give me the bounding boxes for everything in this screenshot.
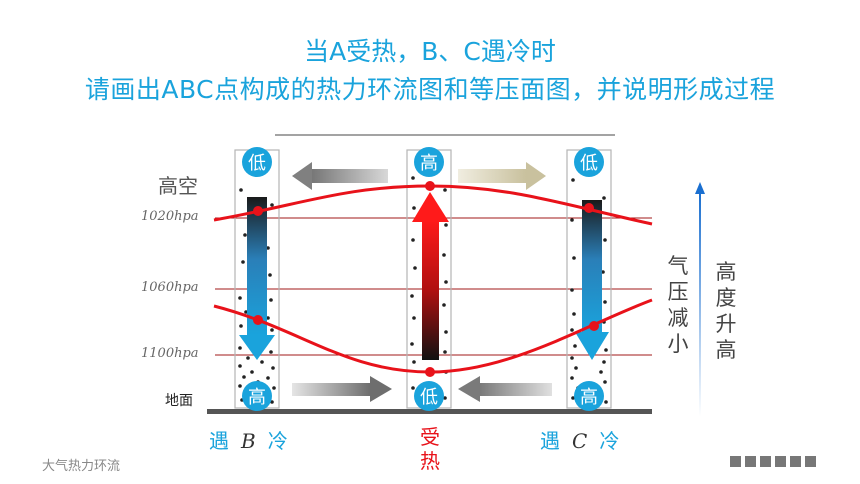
upper-air-label: 高空 — [158, 174, 198, 198]
surface-flow-arrow-left — [458, 376, 552, 402]
bubble-bottom-a-text: 低 — [420, 387, 438, 408]
bubble-top-a-text: 高 — [420, 153, 438, 174]
pressure-label-1060: 1060hpa — [141, 280, 199, 295]
label-c-letter: C — [572, 429, 588, 453]
bubble-top-b-text: 低 — [248, 153, 266, 174]
label-a-heated: 受热 — [420, 425, 440, 473]
surface-flow-arrow-right — [292, 376, 392, 402]
bubble-bottom-a: 低 — [414, 381, 444, 411]
label-b-letter: B — [241, 429, 256, 453]
progress-square — [775, 456, 786, 467]
progress-square — [760, 456, 771, 467]
title-line-1: 当A受热，B、C遇冷时 — [304, 37, 556, 66]
progress-square — [730, 456, 741, 467]
progress-square — [790, 456, 801, 467]
pressure-decrease-label: 气压减小 — [667, 254, 689, 356]
progress-square — [805, 456, 816, 467]
rising-arrow-a — [412, 192, 449, 360]
bubble-bottom-b: 高 — [242, 381, 272, 411]
bubble-top-a: 高 — [414, 147, 444, 177]
footer-caption: 大气热力环流 — [42, 459, 121, 474]
title-line-2: 请画出ABC点构成的热力环流图和等压面图，并说明形成过程 — [84, 75, 776, 104]
label-c-suffix: 冷 — [599, 429, 620, 453]
bubble-bottom-b-text: 高 — [248, 387, 266, 408]
top-divider — [275, 134, 615, 136]
upper-flow-arrow-right — [458, 162, 546, 190]
bubble-top-c: 低 — [574, 147, 604, 177]
ground-label: 地面 — [165, 393, 193, 409]
bubble-top-b: 低 — [242, 147, 272, 177]
intersection-points — [253, 181, 599, 377]
slide-progress-indicator — [730, 456, 820, 467]
bubble-top-c-text: 低 — [580, 153, 598, 174]
air-particles — [238, 176, 608, 404]
sinking-arrow-c — [575, 200, 609, 360]
label-c-prefix: 遇 — [540, 429, 560, 453]
upper-flow-arrow-left — [292, 162, 388, 190]
bubble-bottom-c-text: 高 — [580, 387, 598, 408]
height-increase-label: 高度升高 — [715, 260, 737, 362]
pressure-label-1020: 1020hpa — [141, 209, 199, 224]
progress-square — [745, 456, 756, 467]
height-axis-arrow — [695, 182, 705, 417]
label-b-prefix: 遇 — [209, 429, 229, 453]
label-b-suffix: 冷 — [267, 429, 288, 453]
pressure-label-1100: 1100hpa — [141, 346, 199, 361]
sinking-arrow-b — [239, 197, 275, 360]
bubble-bottom-c: 高 — [574, 381, 604, 411]
ground-line — [207, 409, 652, 414]
